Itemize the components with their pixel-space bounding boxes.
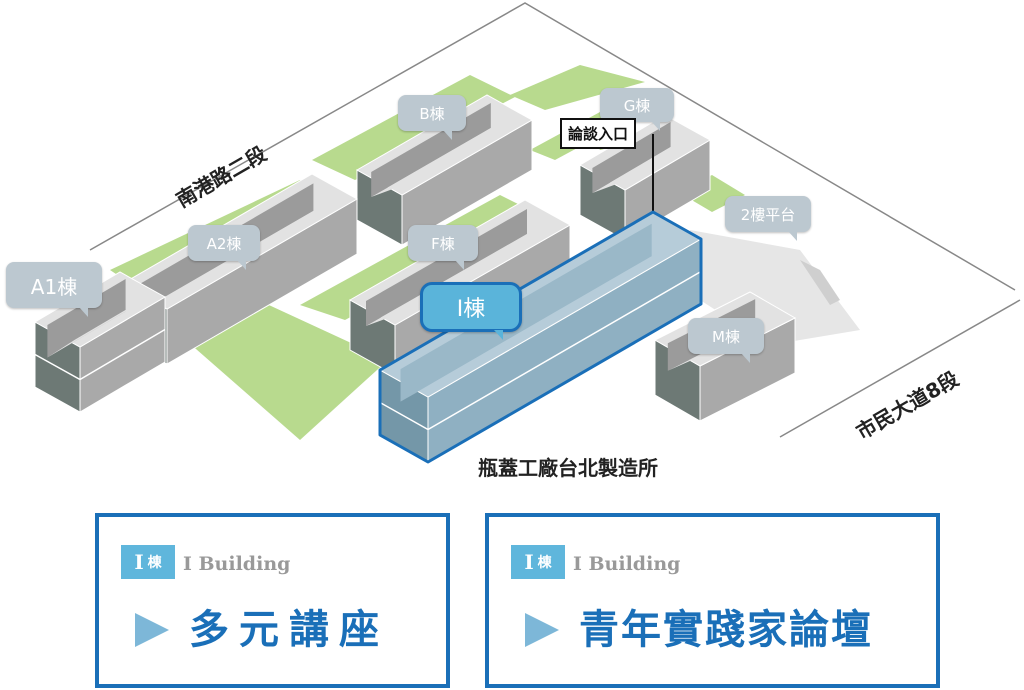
badge-char: 棟 [537, 555, 552, 571]
venue-name: 瓶蓋工廠台北製造所 [478, 456, 658, 480]
badge-letter: I [134, 550, 144, 574]
label-building-b[interactable]: B棟 [398, 95, 466, 140]
card-title: 多元講座 [189, 607, 389, 653]
courtyard-floor [400, 239, 681, 402]
label-building-i[interactable]: I棟 [420, 282, 522, 340]
platform-stairs [800, 260, 840, 305]
label-building-f[interactable]: F棟 [408, 225, 478, 270]
road-line [779, 299, 1021, 438]
floor-line [34, 328, 166, 381]
label-building-a1[interactable]: A1棟 [6, 262, 102, 317]
green-area [510, 65, 645, 110]
label-building-g[interactable]: G棟 [600, 88, 674, 131]
highlight-outline [378, 210, 703, 464]
card-title: 青年實踐家論壇 [579, 607, 873, 653]
courtyard-wall [592, 122, 671, 193]
badge-char: 棟 [147, 555, 162, 571]
badge-letter: I [524, 550, 534, 574]
courtyard-wall [47, 279, 126, 358]
label-building-m[interactable]: M棟 [688, 318, 764, 363]
floor-line [379, 270, 702, 431]
label-platform[interactable]: 2樓平台 [725, 196, 811, 241]
arrow-right-icon [135, 613, 169, 647]
courtyard-wall [366, 209, 527, 326]
courtyard-floor [47, 294, 153, 358]
courtyard-wall [400, 223, 652, 402]
building-name: I Building [573, 553, 681, 575]
building-name: I Building [183, 553, 291, 575]
green-area [180, 300, 388, 440]
building-a1 [33, 271, 167, 413]
courtyard-floor [371, 118, 518, 197]
building-b [355, 94, 534, 246]
entrance-label: 論談入口 [560, 118, 637, 149]
courtyard-floor [366, 224, 554, 326]
building-i [378, 210, 703, 464]
road-line [89, 2, 1016, 291]
arrow-right-icon [525, 613, 559, 647]
label-building-a2[interactable]: A2棟 [188, 225, 260, 270]
courtyard-floor [592, 137, 698, 193]
